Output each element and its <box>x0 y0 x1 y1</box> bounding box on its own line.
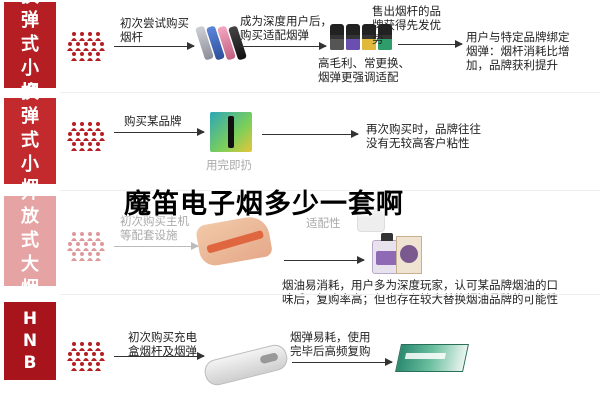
row4-side-label: H N B <box>4 302 56 380</box>
row1-side-char: 式 <box>21 34 39 55</box>
row2-step1: 购买某品牌 <box>124 114 182 128</box>
row1-step2: 成为深度用户后，购买适配烟弹 <box>240 14 332 42</box>
row1-side-char: 小 <box>21 58 39 79</box>
heat-not-burn-device-icon <box>202 342 290 388</box>
row1-side-label: 换 弹 式 小 烟 <box>4 0 56 103</box>
row3-side-label: 开 放 式 大 烟 <box>4 182 56 299</box>
row3-side-char: 开 <box>21 182 39 203</box>
row1-side-char: 弹 <box>21 10 39 31</box>
row3-step3: 烟油易消耗，用户多为深度玩家，认可某品牌烟油的口味后，复购率高；但也存在较大替换… <box>282 278 558 306</box>
arrow-icon <box>284 256 365 264</box>
disposable-package-icon <box>210 112 252 152</box>
row1-note: 高毛利、常更换、烟弹更强调适配 <box>318 56 410 84</box>
people-group-icon <box>66 228 110 262</box>
people-group-icon <box>66 118 110 152</box>
row1-step1: 初次尝试购买烟杆 <box>120 16 189 44</box>
tobacco-stick-pack-icon <box>395 344 469 372</box>
vape-pen-icon <box>194 22 248 66</box>
row1-side-char: 烟 <box>21 82 39 103</box>
row-divider <box>60 190 600 191</box>
e-liquid-box-icon <box>396 236 422 274</box>
row3-step1: 初次购买主机等配套设施 <box>120 214 189 242</box>
arrow-icon <box>114 42 195 50</box>
pod-cartridge-icon <box>330 24 394 54</box>
row4-side-char: N <box>22 331 38 351</box>
row2-side-char: 弹 <box>21 106 39 127</box>
arrow-icon <box>398 40 463 48</box>
row2-side-char: 小 <box>21 154 39 175</box>
row3-side-char: 式 <box>21 230 39 251</box>
arrow-icon <box>292 358 393 366</box>
row2-side-label: 换 弹 式 小 烟 <box>4 82 56 199</box>
e-liquid-bottle-icon <box>357 208 385 232</box>
hand-device-icon <box>194 214 274 268</box>
row3-side-char: 大 <box>21 254 39 275</box>
overlay-title: 魔笛电子烟多少一套啊 <box>124 189 404 220</box>
arrow-icon <box>114 128 205 136</box>
row4-step1: 初次购买充电盒烟杆及烟弹 <box>128 330 197 358</box>
row2-side-char: 烟 <box>21 178 39 199</box>
row3-side-char: 放 <box>21 206 39 227</box>
row4-step2: 烟弹易耗，使用完毕后高频复购 <box>290 330 371 358</box>
row2-side-char: 式 <box>21 130 39 151</box>
row1-step4: 用户与特定品牌绑定烟弹：烟杆消耗比增加，品牌获利提升 <box>466 30 570 72</box>
row2-side-char: 换 <box>21 82 39 103</box>
row-divider <box>60 92 600 93</box>
arrow-icon <box>240 42 327 50</box>
people-group-icon <box>66 338 110 372</box>
row4-side-char: B <box>23 353 37 373</box>
arrow-icon <box>114 242 199 250</box>
row-divider <box>60 294 600 295</box>
row3-step2: 适配性 <box>306 216 341 230</box>
row4-side-char: H <box>22 309 38 329</box>
arrow-icon <box>262 130 359 138</box>
row1-side-char: 换 <box>21 0 39 9</box>
row2-step2: 用完即扔 <box>206 158 252 172</box>
row3-side-char: 烟 <box>21 278 39 299</box>
people-group-icon <box>66 28 110 62</box>
row1-step3: 售出烟杆的品牌获得先发优势 <box>372 4 441 46</box>
arrow-icon <box>114 352 205 360</box>
row2-step3: 再次购买时，品牌往往没有无较高客户粘性 <box>366 122 481 150</box>
